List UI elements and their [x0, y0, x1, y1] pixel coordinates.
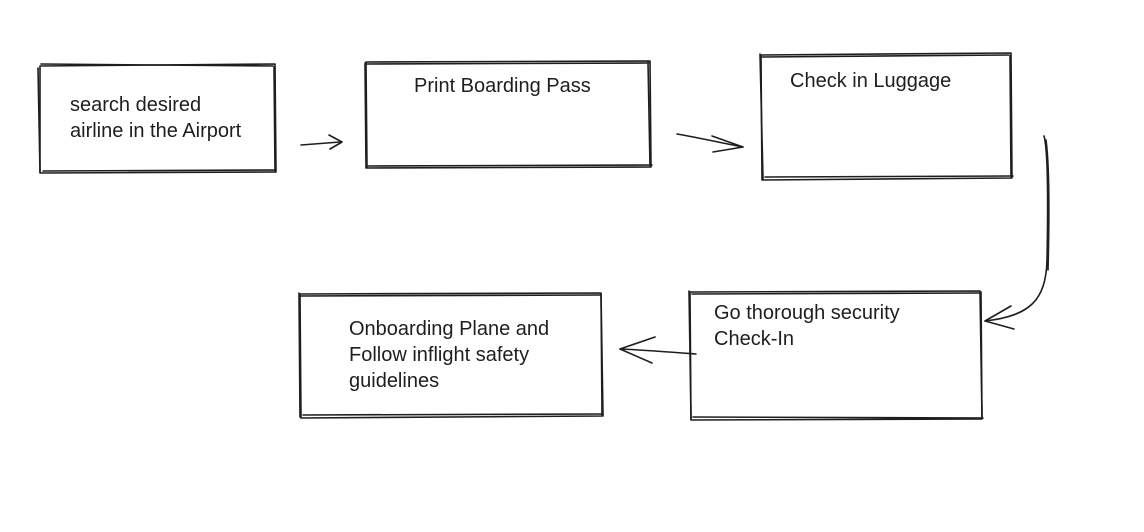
step-label-security-check-in: Go thorough security Check-In — [714, 302, 900, 350]
step-box-security-check-in — [688, 290, 984, 421]
step-box-check-in-luggage — [759, 52, 1014, 181]
step-label-check-in-luggage: Check in Luggage — [790, 70, 952, 92]
step-box-print-boarding-pass — [364, 60, 653, 169]
step-label-search-airline: search desired airline in the Airport — [70, 94, 242, 142]
step-box-search-airline — [37, 63, 277, 174]
arrow-print-to-luggage — [676, 133, 744, 153]
step-label-onboarding-plane: Onboarding Plane and Follow inflight saf… — [349, 318, 550, 392]
arrow-luggage-to-security — [984, 135, 1050, 330]
step-box-onboarding-plane — [298, 292, 604, 419]
step-label-print-boarding-pass: Print Boarding Pass — [414, 75, 591, 97]
arrow-search-to-print — [300, 134, 343, 150]
arrow-security-to-onboarding — [619, 336, 697, 364]
